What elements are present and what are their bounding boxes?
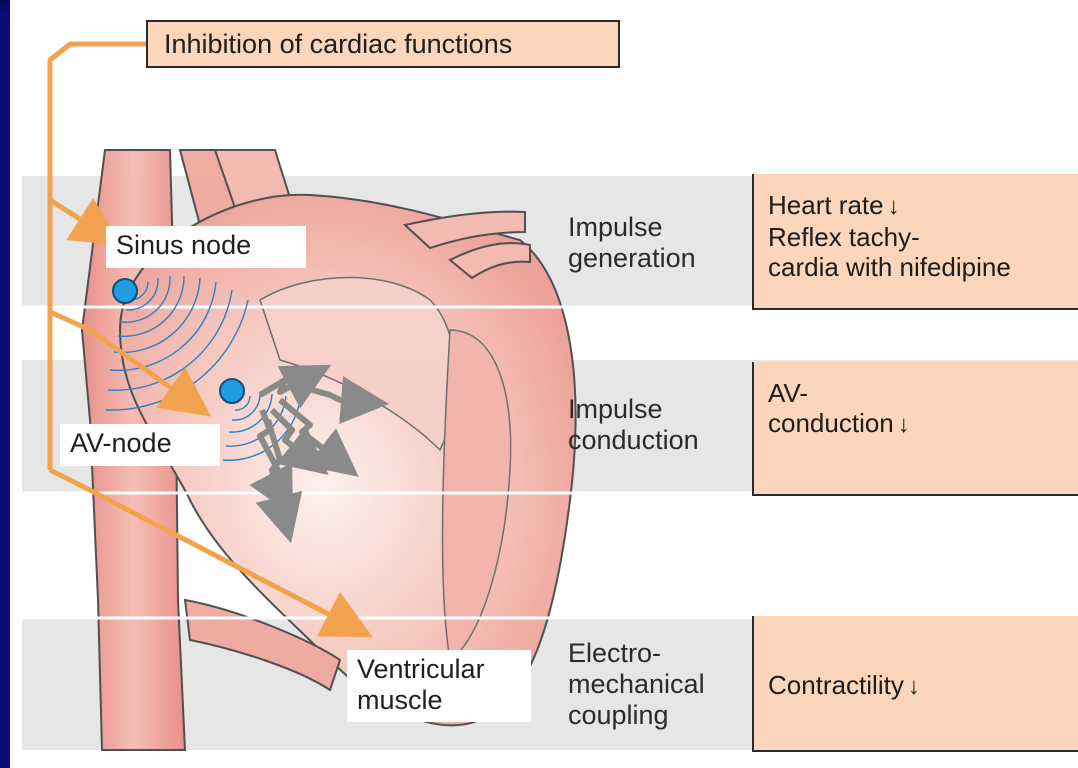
effect-conduction-line2: conduction↓ bbox=[768, 408, 1064, 440]
av-node-text: AV-node bbox=[70, 428, 172, 458]
ventricular-muscle-label: Ventricular muscle bbox=[347, 650, 531, 722]
effect-generation-line2: Reflex tachy- bbox=[768, 222, 1064, 252]
av-node-label: AV-node bbox=[60, 424, 220, 466]
ventricular-text-1: Ventricular bbox=[357, 654, 521, 685]
down-arrow-icon: ↓ bbox=[898, 411, 910, 438]
process-coupling-1: Electro- bbox=[568, 638, 705, 669]
down-arrow-icon: ↓ bbox=[908, 673, 920, 700]
process-conduction: Impulse conduction bbox=[568, 394, 699, 456]
effect-coupling-line1: Contractility↓ bbox=[768, 670, 1064, 702]
effect-generation-line1: Heart rate↓ bbox=[768, 190, 1064, 222]
effect-generation-box: Heart rate↓ Reflex tachy- cardia with ni… bbox=[752, 174, 1078, 310]
sinus-node-marker bbox=[113, 279, 137, 303]
down-arrow-icon: ↓ bbox=[888, 193, 900, 220]
effect-coupling-box: Contractility↓ bbox=[752, 616, 1078, 752]
title-box: Inhibition of cardiac functions bbox=[146, 20, 620, 68]
effect-conduction-box: AV- conduction↓ bbox=[752, 362, 1078, 496]
sinus-node-label: Sinus node bbox=[106, 226, 306, 268]
effect-av-conduction: conduction bbox=[768, 408, 894, 438]
process-generation-2: generation bbox=[568, 243, 696, 274]
process-conduction-2: conduction bbox=[568, 425, 699, 456]
process-coupling-3: coupling bbox=[568, 700, 705, 731]
effect-heart-rate: Heart rate bbox=[768, 190, 884, 220]
process-conduction-1: Impulse bbox=[568, 394, 699, 425]
diagram-slide: Inhibition of cardiac functions Sinus no… bbox=[10, 0, 1078, 768]
process-coupling: Electro- mechanical coupling bbox=[568, 638, 705, 731]
ventricular-text-2: muscle bbox=[357, 685, 521, 716]
process-generation-1: Impulse bbox=[568, 212, 696, 243]
effect-generation-line3: cardia with nifedipine bbox=[768, 252, 1064, 282]
effect-contractility: Contractility bbox=[768, 670, 904, 700]
av-node-marker bbox=[220, 379, 244, 403]
process-generation: Impulse generation bbox=[568, 212, 696, 274]
sinus-node-text: Sinus node bbox=[116, 230, 251, 260]
effect-conduction-line1: AV- bbox=[768, 378, 1064, 408]
process-coupling-2: mechanical bbox=[568, 669, 705, 700]
